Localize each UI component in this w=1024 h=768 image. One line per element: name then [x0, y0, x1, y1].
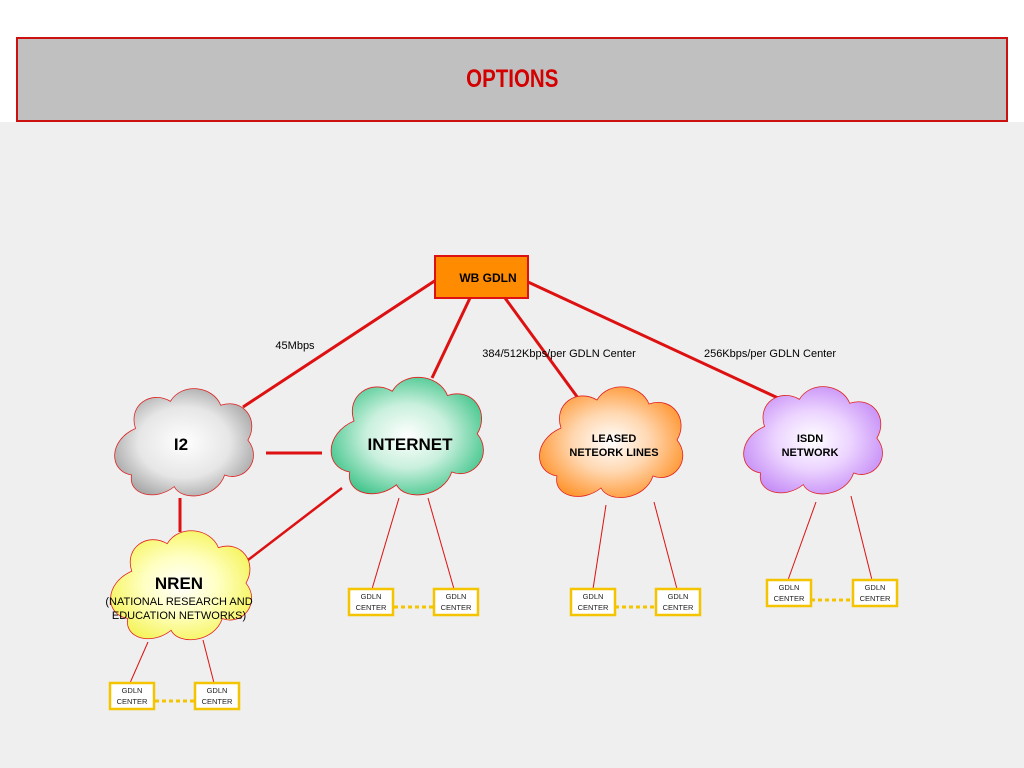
- cloud-internet-label: INTERNET: [368, 435, 454, 454]
- link-hub-leased: [503, 297, 580, 399]
- link-internet-nren: [247, 487, 343, 561]
- link-hub-internet: [430, 297, 472, 379]
- link-label-45mbps: 45Mbps: [275, 340, 315, 352]
- gdln-center-line1: GDLN: [122, 686, 143, 695]
- cloud-nren-line1: NREN: [155, 574, 203, 593]
- cloud-isdn: ISDN NETWORK: [743, 386, 883, 495]
- center-links: [129, 495, 873, 684]
- gdln-center-line1: GDLN: [779, 583, 800, 592]
- gdln-center-box: GDLN CENTER: [347, 587, 395, 617]
- slide-title: OPTIONS: [465, 65, 559, 93]
- gdln-center-line2: CENTER: [202, 697, 233, 706]
- cloud-isdn-line2: NETWORK: [782, 447, 839, 459]
- cloud-i2-label: I2: [174, 435, 188, 454]
- gdln-center-box: GDLN CENTER: [851, 578, 899, 608]
- gdln-center-line2: CENTER: [860, 594, 891, 603]
- cloud-nren-line3: EDUCATION NETWORKS): [112, 610, 246, 622]
- gdln-center-box: GDLN CENTER: [654, 587, 702, 617]
- cloud-nren: NREN (NATIONAL RESEARCH AND EDUCATION NE…: [105, 530, 253, 641]
- gdln-center-line2: CENTER: [578, 603, 609, 612]
- center-connectors: [155, 598, 853, 703]
- link-hub-i2: [242, 278, 437, 409]
- title-bar: OPTIONS: [16, 37, 1008, 122]
- gdln-center-line1: GDLN: [361, 592, 382, 601]
- link-label-isdn: 256Kbps/per GDLN Center: [704, 348, 836, 360]
- gdln-center-line1: GDLN: [583, 592, 604, 601]
- gdln-center-line1: GDLN: [446, 592, 467, 601]
- gdln-center-line1: GDLN: [207, 686, 228, 695]
- gdln-center-line2: CENTER: [663, 603, 694, 612]
- cloud-nren-line2: (NATIONAL RESEARCH AND: [105, 596, 252, 608]
- cloud-internet: INTERNET: [330, 376, 484, 496]
- gdln-center-line2: CENTER: [356, 603, 387, 612]
- gdln-center-box: GDLN CENTER: [432, 587, 480, 617]
- gdln-center-line1: GDLN: [865, 583, 886, 592]
- cloud-leased-line1: LEASED: [592, 433, 637, 445]
- gdln-center-box: GDLN CENTER: [108, 681, 156, 711]
- gdln-centers: GDLN CENTER GDLN CENTER GDLN CENTER GDLN CENTER…: [108, 578, 899, 711]
- gdln-center-box: GDLN CENTER: [765, 578, 813, 608]
- gdln-center-line2: CENTER: [774, 594, 805, 603]
- cloud-leased: LEASED NETEORK LINES: [539, 386, 684, 499]
- cloud-i2: I2: [114, 388, 254, 497]
- link-hub-isdn: [527, 280, 779, 400]
- hub-wb-gdln: WB GDLN: [434, 255, 529, 299]
- gdln-center-line1: GDLN: [668, 592, 689, 601]
- gdln-center-line2: CENTER: [117, 697, 148, 706]
- gdln-center-box: GDLN CENTER: [569, 587, 617, 617]
- link-label-leased: 384/512Kbps/per GDLN Center: [482, 348, 636, 360]
- gdln-center-line2: CENTER: [441, 603, 472, 612]
- gdln-center-box: GDLN CENTER: [193, 681, 241, 711]
- hub-links: [178, 278, 779, 561]
- cloud-leased-line2: NETEORK LINES: [569, 447, 658, 459]
- hub-label: WB GDLN: [459, 271, 516, 285]
- cloud-isdn-line1: ISDN: [797, 433, 823, 445]
